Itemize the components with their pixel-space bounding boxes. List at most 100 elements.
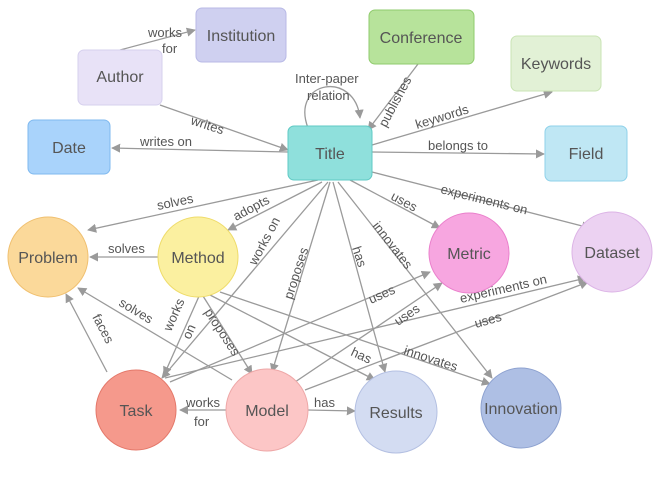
edge-label-method-proposes: proposes bbox=[201, 305, 243, 358]
node-author-label: Author bbox=[96, 69, 144, 86]
edges bbox=[65, 27, 591, 416]
edge-label-title-proposes: proposes bbox=[281, 245, 312, 301]
node-metric-label: Metric bbox=[447, 246, 491, 263]
edge-label-model-works-for-1: works bbox=[185, 395, 220, 410]
node-field-shape bbox=[544, 125, 628, 182]
edge-label-model-works-for-2: for bbox=[194, 414, 210, 429]
edge-title-metric bbox=[349, 179, 441, 229]
node-institution-label: Institution bbox=[207, 28, 275, 45]
node-keywords: Keywords bbox=[510, 35, 602, 92]
node-method: Method bbox=[157, 216, 239, 298]
node-dataset-shape bbox=[571, 211, 653, 293]
node-task: Task bbox=[95, 369, 177, 451]
node-author-shape bbox=[77, 49, 163, 106]
edge-model-results bbox=[307, 406, 356, 416]
edge-title-task bbox=[161, 181, 329, 379]
edge-label-title-innovates: innovates bbox=[370, 219, 416, 272]
node-keywords-shape bbox=[510, 35, 602, 92]
edge-author-title bbox=[159, 104, 289, 152]
edge-model-dataset bbox=[304, 280, 589, 391]
node-field-label: Field bbox=[569, 146, 604, 163]
edge-label-method-has: has bbox=[349, 344, 375, 367]
nodes: Author Institution Conference Keywords D… bbox=[7, 7, 653, 454]
node-metric: Metric bbox=[428, 212, 510, 294]
edge-label-writes: writes bbox=[188, 112, 226, 137]
edge-label-inter-paper-1: Inter-paper bbox=[295, 71, 359, 86]
node-results: Results bbox=[354, 370, 438, 454]
node-problem-shape bbox=[7, 216, 89, 298]
edge-method-task bbox=[163, 293, 201, 376]
edge-label-title-has: has bbox=[349, 244, 370, 269]
edge-label-title-adopts: adopts bbox=[230, 192, 272, 224]
node-model-label: Model bbox=[245, 403, 289, 420]
edge-label-model-has: has bbox=[314, 395, 335, 410]
edge-label-task-faces: faces bbox=[89, 311, 117, 346]
node-title-shape bbox=[287, 125, 373, 181]
node-keywords-label: Keywords bbox=[521, 56, 591, 73]
edge-label-title-solves: solves bbox=[156, 190, 196, 212]
node-title-label: Title bbox=[315, 146, 345, 163]
edge-model-problem bbox=[77, 287, 233, 381]
edge-title-self-loop bbox=[304, 85, 364, 129]
edge-label-model-uses-metric: uses bbox=[366, 282, 398, 307]
edge-task-dataset bbox=[164, 275, 587, 379]
edge-label-method-works-2: on bbox=[179, 322, 199, 341]
node-date: Date bbox=[27, 119, 111, 175]
edge-title-results bbox=[332, 181, 388, 373]
edge-label-publishes: publishes bbox=[375, 73, 414, 129]
node-institution-shape bbox=[195, 7, 287, 63]
edge-label-method-innovates: innovates bbox=[402, 343, 460, 375]
node-problem: Problem bbox=[7, 216, 89, 298]
node-title: Title bbox=[287, 125, 373, 181]
edge-label-title-uses: uses bbox=[389, 188, 421, 214]
edge-label-belongs-to: belongs to bbox=[428, 138, 488, 153]
node-task-shape bbox=[95, 369, 177, 451]
node-model-shape bbox=[225, 368, 309, 452]
edge-title-date bbox=[111, 143, 289, 153]
node-conference: Conference bbox=[368, 9, 475, 65]
node-institution: Institution bbox=[195, 7, 287, 63]
edge-label-keywords: keywords bbox=[413, 101, 470, 132]
edge-label-model-solves: solves bbox=[116, 295, 156, 327]
edge-label-task-uses-metric: uses bbox=[391, 300, 423, 328]
node-innovation-label: Innovation bbox=[484, 401, 558, 418]
edge-method-model bbox=[202, 295, 253, 375]
edge-model-metric bbox=[294, 282, 443, 383]
edge-label-title-experiments-on: experiments on bbox=[439, 181, 529, 217]
node-metric-shape bbox=[428, 212, 510, 294]
edge-title-field bbox=[371, 149, 545, 159]
node-results-label: Results bbox=[369, 405, 422, 422]
edge-label-works-for-2: for bbox=[162, 41, 178, 56]
node-method-label: Method bbox=[171, 250, 224, 267]
edge-title-model bbox=[270, 181, 331, 373]
edge-title-innovation bbox=[337, 181, 493, 379]
node-innovation: Innovation bbox=[480, 367, 562, 449]
edge-conference-title bbox=[367, 63, 419, 131]
node-date-shape bbox=[27, 119, 111, 175]
node-dataset: Dataset bbox=[571, 211, 653, 293]
node-conference-label: Conference bbox=[380, 30, 463, 47]
edge-label-inter-paper-2: relation bbox=[307, 88, 350, 103]
node-field: Field bbox=[544, 125, 628, 182]
node-author: Author bbox=[77, 49, 163, 106]
edge-task-metric bbox=[169, 271, 431, 383]
node-conference-shape bbox=[368, 9, 475, 65]
edge-label-method-solves: solves bbox=[108, 241, 145, 256]
edge-author-institution bbox=[119, 27, 196, 51]
edge-title-method bbox=[227, 181, 323, 231]
node-date-label: Date bbox=[52, 140, 86, 157]
edge-title-problem bbox=[87, 179, 319, 233]
edge-title-keywords bbox=[371, 89, 553, 146]
node-results-shape bbox=[354, 370, 438, 454]
edge-title-dataset bbox=[371, 171, 591, 231]
node-problem-label: Problem bbox=[18, 250, 78, 267]
edge-label-writes-on: writes on bbox=[139, 134, 192, 149]
node-innovation-shape bbox=[480, 367, 562, 449]
edge-task-problem bbox=[65, 293, 108, 373]
edge-method-results bbox=[209, 294, 376, 381]
node-method-shape bbox=[157, 216, 239, 298]
edge-label-works-for-1: works bbox=[147, 25, 182, 40]
node-model: Model bbox=[225, 368, 309, 452]
